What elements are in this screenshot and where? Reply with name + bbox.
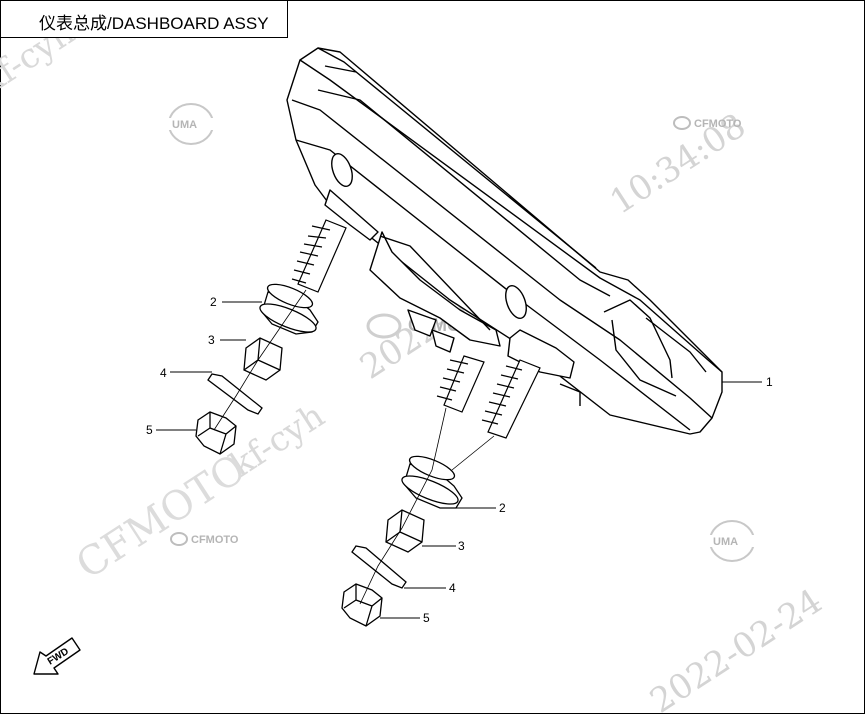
callout-2-right: 2 <box>499 501 506 515</box>
callout-4-right: 4 <box>449 581 456 595</box>
svg-text:UMA: UMA <box>713 536 738 548</box>
fwd-arrow-icon: FWD <box>33 637 81 675</box>
callout-labels: 1 2 3 4 5 2 3 4 5 <box>146 295 773 625</box>
callout-3-left: 3 <box>208 333 215 347</box>
svg-text:CFMOTO: CFMOTO <box>191 534 239 546</box>
watermark-date-bottom: 2022-02-24 <box>643 581 829 714</box>
callout-5-left: 5 <box>146 423 153 437</box>
svg-text:CFMOTO: CFMOTO <box>694 118 742 130</box>
uma-logo-icon-2: UMA <box>709 520 755 562</box>
cfmoto-logo-icon: CFMOTO <box>673 116 742 130</box>
page-title: 仪表总成/DASHBOARD ASSY <box>39 14 269 33</box>
callout-3-right: 3 <box>458 539 465 553</box>
callout-5-right: 5 <box>423 611 430 625</box>
uma-logo-icon: UMA <box>168 103 214 145</box>
right-parts-stack <box>341 455 463 627</box>
bolt-right <box>481 359 541 439</box>
leader-lines <box>156 301 762 619</box>
watermark-brand: CFMOTO <box>68 445 254 588</box>
callout-4-left: 4 <box>160 366 167 380</box>
bolt-middle <box>436 355 485 413</box>
cfmoto-logo-icon-2: CFMOTO <box>170 532 239 546</box>
callout-2-left: 2 <box>210 295 217 309</box>
callout-1: 1 <box>766 375 773 389</box>
title-block: 仪表总成/DASHBOARD ASSY <box>1 1 288 38</box>
bolt-left <box>291 219 347 293</box>
dashboard-housing <box>286 47 723 435</box>
svg-text:UMA: UMA <box>172 119 197 131</box>
alignment-lines <box>213 289 495 605</box>
